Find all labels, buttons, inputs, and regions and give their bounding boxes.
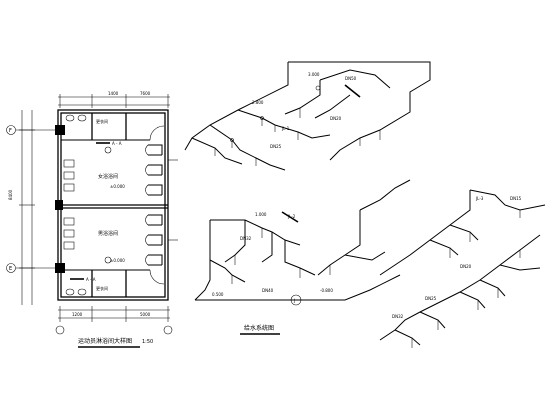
middle-pipe-network: J 1.000 JL-2 0.500 DN40 -0.800 DN32 bbox=[194, 179, 411, 306]
riser-label-2: JL-2 bbox=[287, 214, 296, 219]
plan-scale: 1:50 bbox=[142, 339, 153, 345]
fixtures-left bbox=[63, 159, 75, 250]
room-label-male-shower: 男浴浴间 bbox=[98, 230, 118, 237]
section-mark-top: A - A bbox=[96, 141, 122, 146]
elevation-lower: 0.500 bbox=[212, 292, 224, 297]
dim-left-overall: 8400 bbox=[8, 189, 13, 200]
level-mark-bottom: ±0.000 bbox=[110, 258, 125, 263]
pipe-size-upper-2: DN25 bbox=[270, 144, 282, 149]
fixtures-top bbox=[65, 114, 112, 296]
riser-label-3: JL-3 bbox=[475, 196, 484, 201]
axis-bubble-e: E bbox=[6, 263, 60, 273]
elevation-upper-left: 2.800 bbox=[252, 100, 264, 105]
plan-columns bbox=[55, 125, 65, 273]
pipe-size-right-4: DN32 bbox=[392, 314, 404, 319]
room-label-female-shower: 女浴浴间 bbox=[98, 173, 118, 180]
plan-title-block: 运动员淋浴间大样图 1:50 bbox=[78, 337, 153, 348]
dim-top-overall: 7600 bbox=[140, 91, 151, 96]
svg-text:A - A: A - A bbox=[112, 141, 122, 146]
dim-bottom-1: 1200 bbox=[72, 312, 83, 317]
entry-mark: J bbox=[293, 298, 295, 303]
water-entry-circle bbox=[290, 294, 302, 306]
bottom-dimension-lines: 1200 5000 bbox=[55, 306, 173, 335]
pipe-size-right-2: DN20 bbox=[460, 264, 472, 269]
right-pipe-network: JL-3 DN15 DN20 DN25 DN32 bbox=[379, 189, 546, 348]
upper-pipe-network: 3.000 2.800 DN50 JL-1 DN25 DN20 bbox=[184, 61, 431, 171]
level-mark-top: ±0.000 bbox=[110, 184, 125, 189]
left-dimension-lines: 8400 bbox=[8, 110, 35, 305]
pipe-size-upper: DN50 bbox=[345, 76, 357, 81]
system-title-block: 给水系统图 bbox=[240, 324, 280, 335]
shower-stalls-male bbox=[145, 214, 163, 266]
room-label-changing-bottom: 更衣间 bbox=[96, 285, 108, 291]
axis-bubble-f: F bbox=[6, 125, 60, 135]
pipe-size-middle: DN40 bbox=[262, 288, 274, 293]
axis-label-f: F bbox=[9, 128, 12, 134]
shower-stalls-female bbox=[145, 144, 163, 196]
elevation-entry: -0.800 bbox=[320, 288, 333, 293]
plan-walls bbox=[57, 109, 169, 301]
dim-bottom-2: 5000 bbox=[140, 312, 151, 317]
room-label-changing-top: 更衣间 bbox=[96, 118, 108, 124]
pipe-size-upper-3: DN20 bbox=[330, 116, 342, 121]
shower-room-plan: 1400 7600 8400 F E bbox=[6, 91, 178, 348]
riser-label-1: JL-1 bbox=[281, 126, 290, 131]
axis-label-e: E bbox=[9, 266, 12, 272]
dim-top-segment: 1400 bbox=[108, 91, 119, 96]
system-title: 给水系统图 bbox=[244, 324, 274, 332]
section-mark-bottom: A - A bbox=[70, 277, 96, 282]
elevation-middle: 1.000 bbox=[255, 212, 267, 217]
water-supply-system-diagram: 3.000 2.800 DN50 JL-1 DN25 DN20 bbox=[184, 61, 546, 348]
svg-text:A - A: A - A bbox=[86, 277, 96, 282]
pipe-size-middle-2: DN32 bbox=[240, 236, 252, 241]
pipe-size-right-3: DN25 bbox=[425, 296, 437, 301]
top-dimension-lines: 1400 7600 bbox=[58, 91, 170, 108]
doors bbox=[149, 125, 178, 285]
plan-title: 运动员淋浴间大样图 bbox=[78, 337, 132, 345]
elevation-top: 3.000 bbox=[308, 72, 320, 77]
pipe-size-right: DN15 bbox=[510, 196, 522, 201]
